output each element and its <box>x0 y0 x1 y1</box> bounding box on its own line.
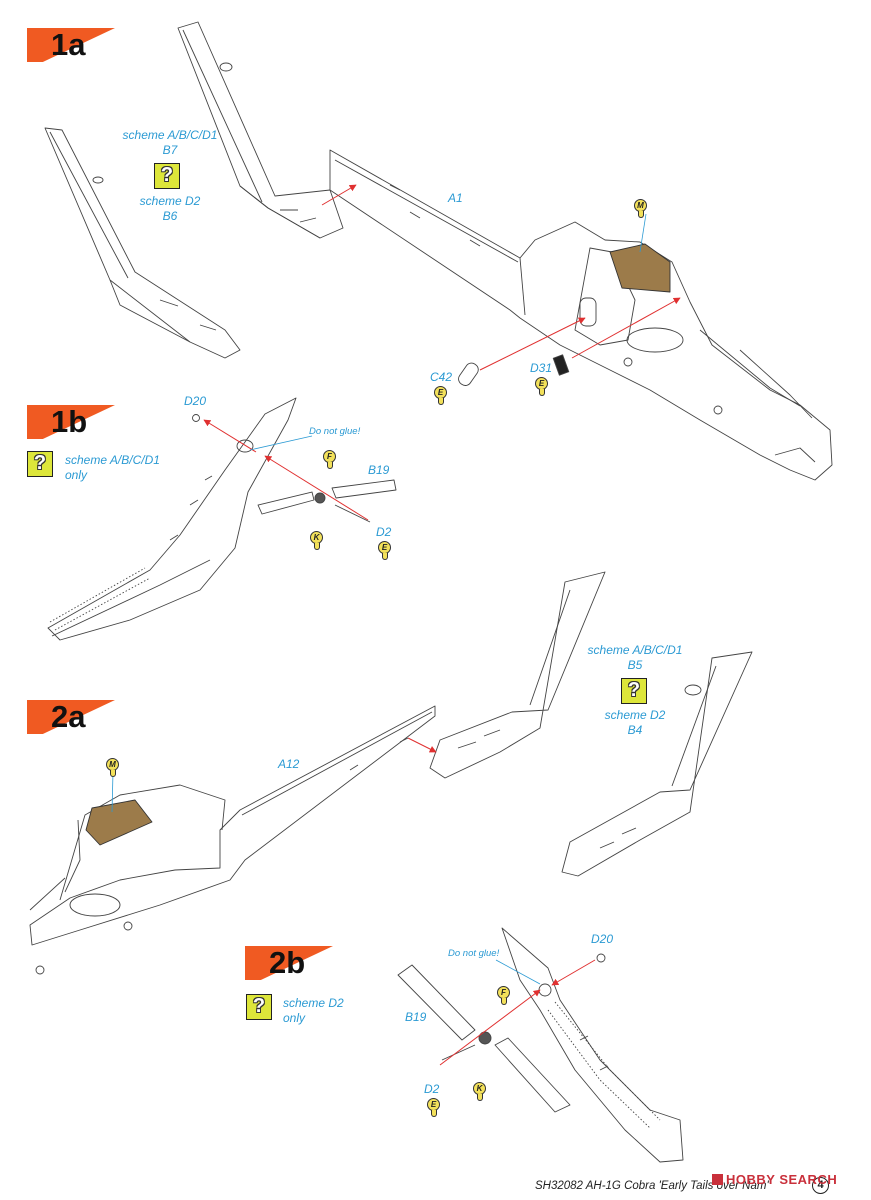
part-label-d20-2b: D20 <box>591 932 614 946</box>
step-2a-number: 2a <box>51 699 86 734</box>
watermark: HOBBY SEARCH <box>712 1172 837 1187</box>
fuselage-1a <box>329 149 833 481</box>
tail-fin-b5 <box>429 571 606 779</box>
step-1a-marker: 1a <box>27 28 115 62</box>
tail-fin-b6 <box>44 127 241 359</box>
tail-fin-b4 <box>561 651 753 877</box>
part-label-d20-1b: D20 <box>184 394 207 408</box>
paint-badge-k-2b: K <box>473 1082 486 1101</box>
note-1b-line1: scheme A/B/C/D1 <box>65 453 160 467</box>
watermark-text: HOBBY SEARCH <box>726 1172 838 1187</box>
fuselage-2a <box>29 705 436 975</box>
part-label-d31: D31 <box>530 361 553 375</box>
step-1a-number: 1a <box>51 27 86 62</box>
part-d20-1b-shape <box>192 414 200 422</box>
note-2a-top-part: B5 <box>627 658 643 672</box>
step-2b-number: 2b <box>269 945 306 980</box>
note-2b-line1: scheme D2 <box>283 996 344 1010</box>
note-1a-bottom: scheme D2 <box>139 194 201 208</box>
help-icon-2b: ? <box>246 994 272 1020</box>
note-1a-top-part: B7 <box>162 143 178 157</box>
note-2a-top: scheme A/B/C/D1 <box>587 643 683 657</box>
part-d31-shape <box>552 354 570 376</box>
step-1b-number: 1b <box>51 404 88 439</box>
help-icon-1b: ? <box>27 451 53 477</box>
step-1b-marker: 1b <box>27 405 115 439</box>
part-label-a12: A12 <box>278 757 300 771</box>
step-2a-marker: 2a <box>27 700 115 734</box>
part-d20-2b-shape <box>596 953 606 963</box>
note-1a-top: scheme A/B/C/D1 <box>122 128 218 142</box>
armor-panel-2a <box>85 799 153 846</box>
part-label-d2-1b: D2 <box>376 525 392 539</box>
part-label-c42: C42 <box>430 370 453 384</box>
paint-badge-m-1a: M <box>634 199 647 218</box>
tail-rotor-2b <box>397 964 571 1113</box>
paint-badge-e-d31: E <box>535 377 548 396</box>
paint-badge-f-2b: F <box>497 986 510 1005</box>
help-icon-1a: ? <box>154 163 180 189</box>
warning-2b: Do not glue! <box>448 948 500 959</box>
paint-badge-m-2a: M <box>106 758 119 777</box>
note-2a-bottom: scheme D2 <box>604 708 666 722</box>
tail-boom-2b <box>501 927 684 1163</box>
paint-badge-f-1b: F <box>323 450 336 469</box>
paint-badge-e-d2-1b: E <box>378 541 391 560</box>
help-icon-2a: ? <box>621 678 647 704</box>
part-label-d2-2b: D2 <box>424 1082 440 1096</box>
note-1a-bottom-part: B6 <box>162 209 178 223</box>
note-1b-line2: only <box>65 468 88 482</box>
note-2b-line2: only <box>283 1011 306 1025</box>
part-label-a1: A1 <box>448 191 463 205</box>
warning-1b: Do not glue! <box>309 426 361 437</box>
footer-title: SH32082 AH-1G Cobra 'Early Tails over Na… <box>535 1180 769 1192</box>
paint-badge-k-1b: K <box>310 531 323 550</box>
tail-boom-1b <box>47 397 297 641</box>
page-number: 4 <box>812 1177 829 1194</box>
tail-rotor-1b <box>257 479 397 523</box>
note-2a-bottom-part: B4 <box>627 723 643 737</box>
step-2b-marker: 2b <box>245 946 333 980</box>
part-label-b19-2b: B19 <box>405 1010 427 1024</box>
armor-panel-1a <box>609 243 671 293</box>
paint-badge-e-d2-2b: E <box>427 1098 440 1117</box>
paint-badge-e-c42: E <box>434 386 447 405</box>
tail-fin-b7 <box>177 21 344 239</box>
watermark-logo-icon <box>712 1174 723 1185</box>
part-label-b19-1b: B19 <box>368 463 390 477</box>
part-c42-shape <box>458 362 479 386</box>
